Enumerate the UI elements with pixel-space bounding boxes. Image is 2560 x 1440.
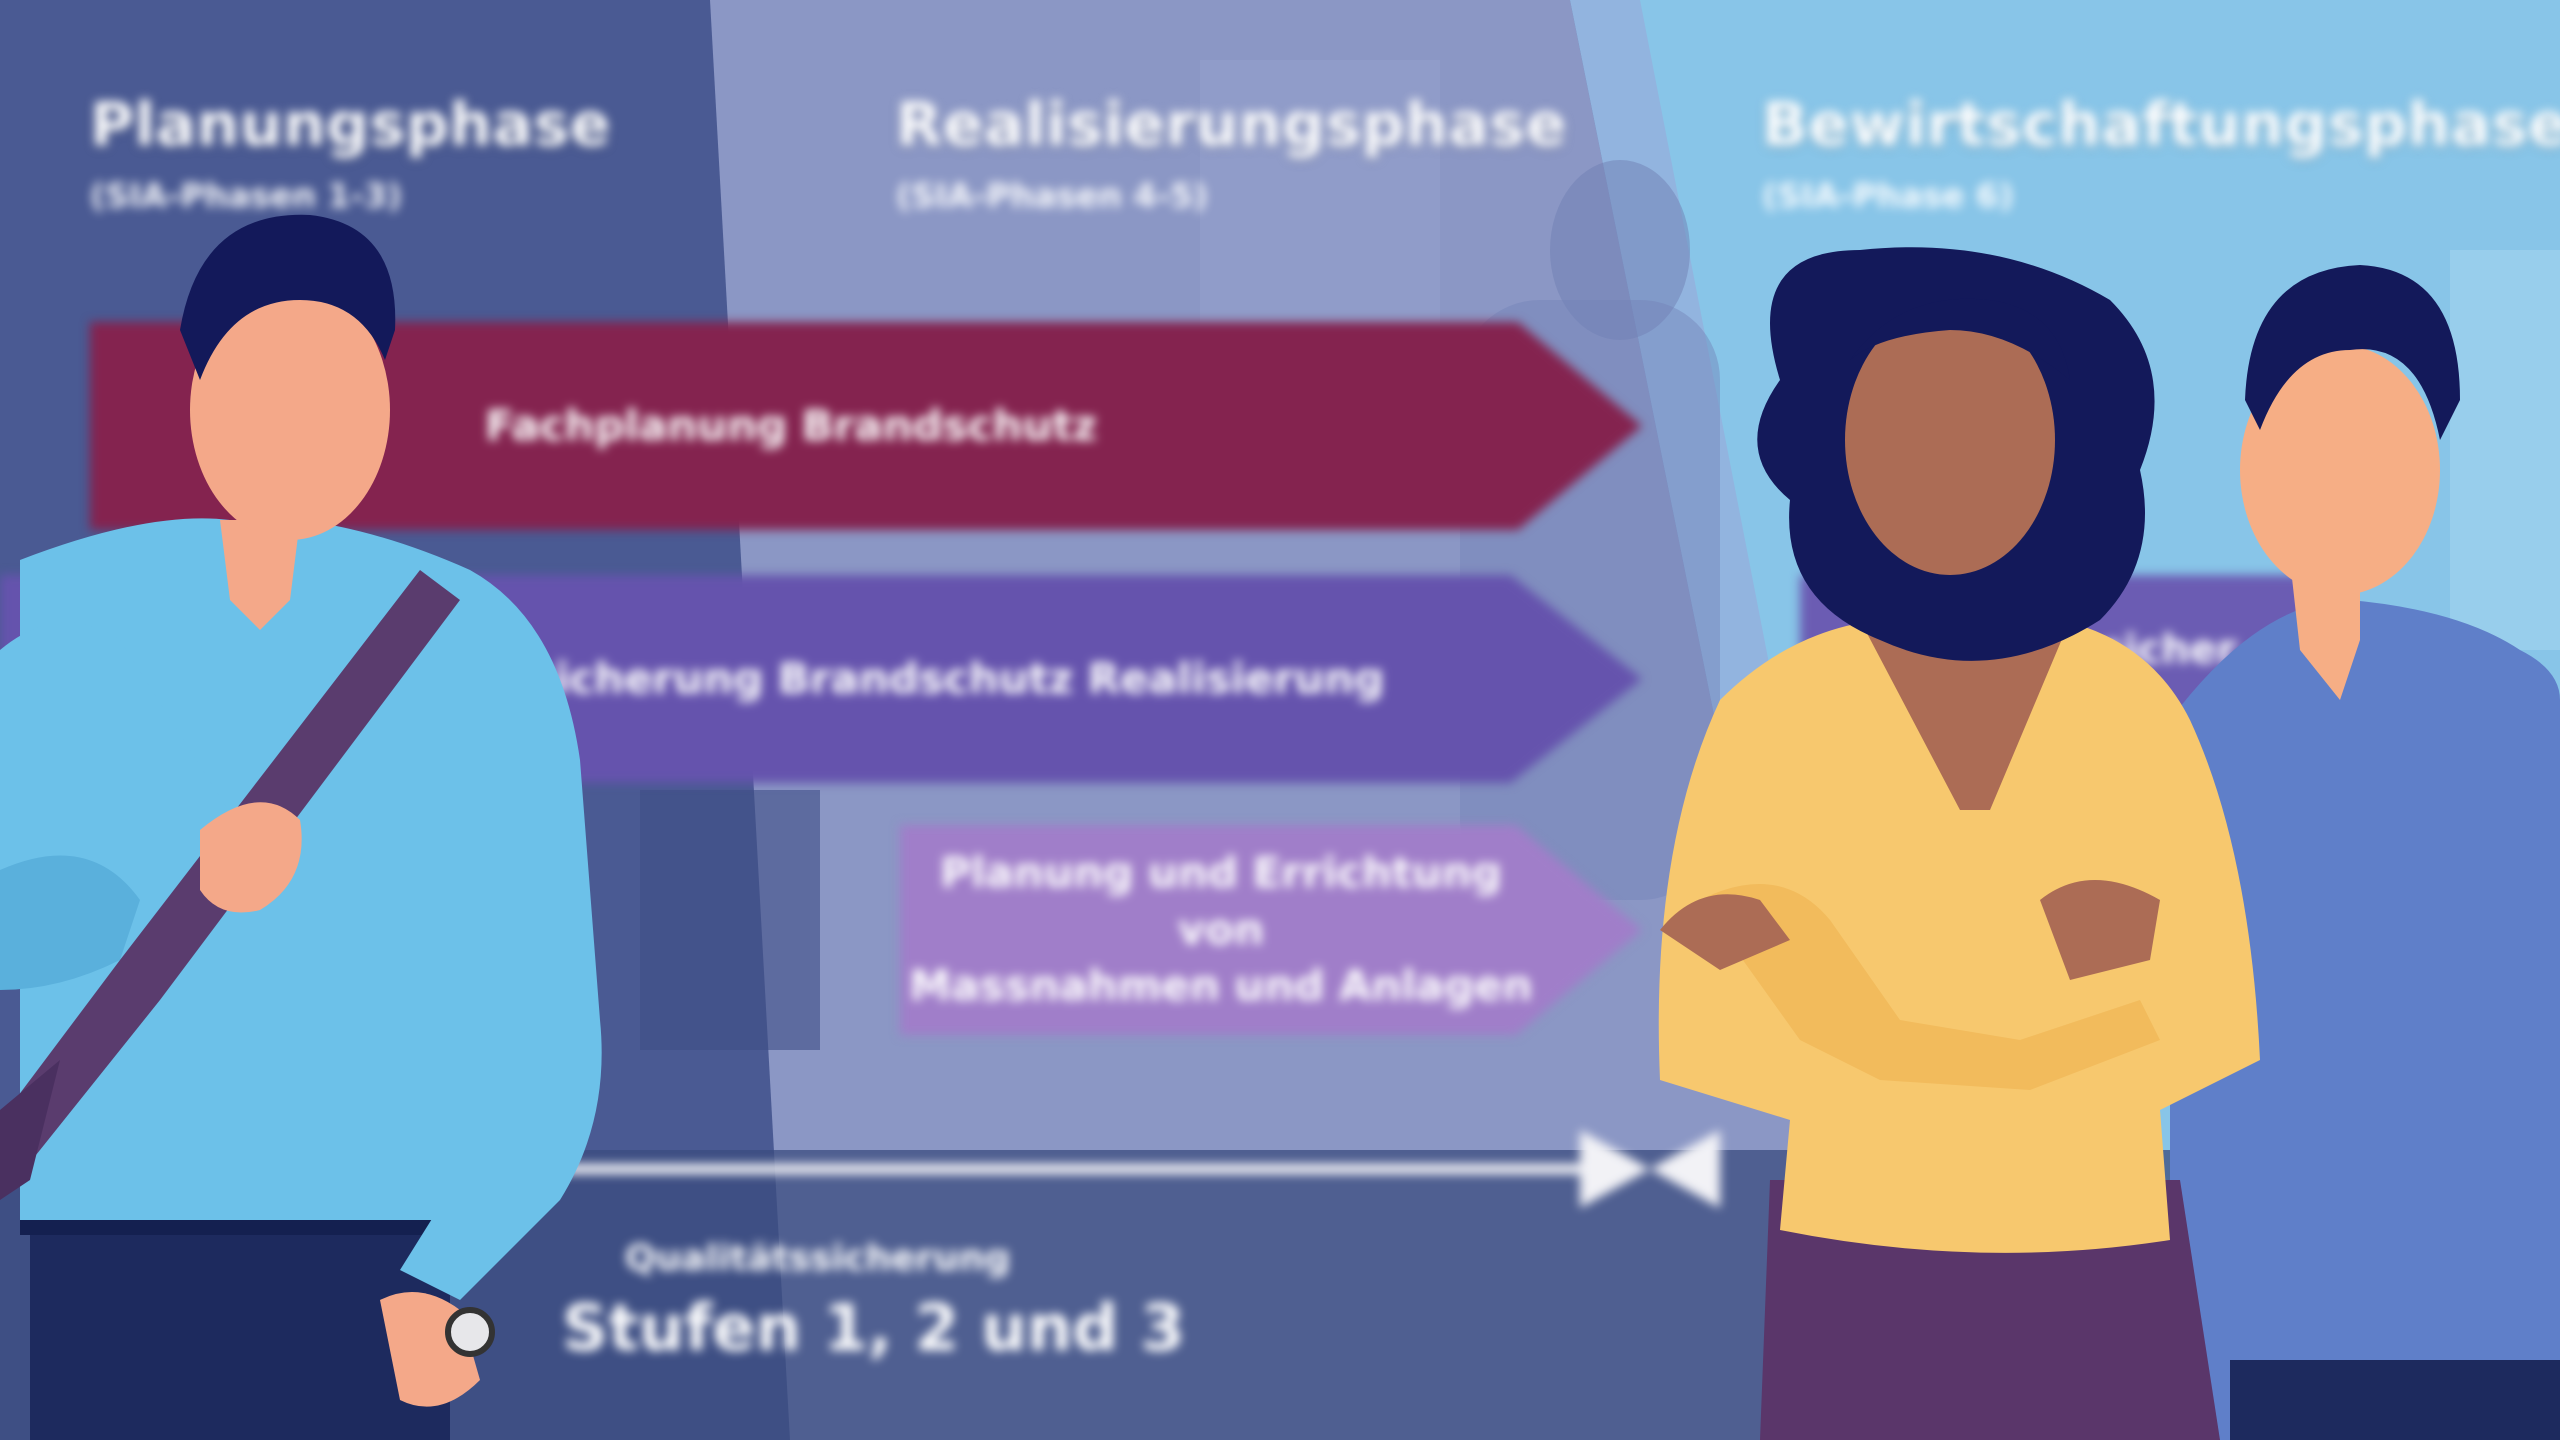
woman-crossed-arms [1700, 884, 2160, 1090]
phase-title-planning: Planungsphase [90, 90, 611, 160]
man-right-face [2240, 345, 2440, 595]
background-window [2450, 250, 2560, 650]
man-right-shirt [2170, 600, 2560, 1440]
man-left-neck [220, 520, 300, 630]
woman-neck [1860, 620, 2070, 810]
man-right-hair [2245, 265, 2460, 440]
woman-right-hand [2040, 880, 2160, 980]
woman-hair-fringe [1850, 298, 2070, 380]
phase-subtitle-planning: (SIA-Phasen 1-3) [90, 176, 403, 215]
phase-title-realization: Realisierungsphase [896, 90, 1567, 160]
man-left-face [190, 280, 390, 540]
man-left-bag [0, 1060, 60, 1200]
arrow-label-line1: Planung und Errichtung von [940, 847, 1502, 954]
woman-figure [1658, 247, 2260, 1440]
man-right-neck [2290, 560, 2360, 700]
arrow-label-line2: Massnahmen und Anlagen [909, 961, 1533, 1011]
quality-label: Qualitätssicherung [625, 1238, 1011, 1279]
woman-sweater [1658, 620, 2260, 1253]
quality-levels: Stufen 1, 2 und 3 [562, 1292, 1186, 1366]
man-left-figure [0, 214, 602, 1440]
man-left-hand [200, 802, 302, 913]
woman-left-hand [1660, 894, 1790, 970]
man-right-trousers [2230, 1360, 2560, 1440]
man-left-hair [180, 214, 396, 380]
arrow-measures-installations: Planung und Errichtung von Massnahmen un… [900, 825, 1642, 1035]
arrow-label: sicherung Brandschutz Realisierung [530, 653, 1385, 703]
background-person-head [1550, 160, 1690, 340]
man-right-figure [2170, 265, 2560, 1440]
arrow-label: Fachplanung Brandschutz [485, 400, 1097, 450]
phase-title-operation: Bewirtschaftungsphase [1762, 90, 2560, 160]
quality-timeline [430, 1164, 1590, 1174]
man-left-watch-icon [445, 1307, 495, 1357]
woman-face [1845, 305, 2055, 575]
man-left-sleeve [0, 855, 140, 990]
background-door [640, 790, 820, 1050]
phase-subtitle-operation: (SIA-Phase 6) [1762, 176, 2014, 215]
phase-subtitle-realization: (SIA-Phasen 4-5) [896, 176, 1209, 215]
